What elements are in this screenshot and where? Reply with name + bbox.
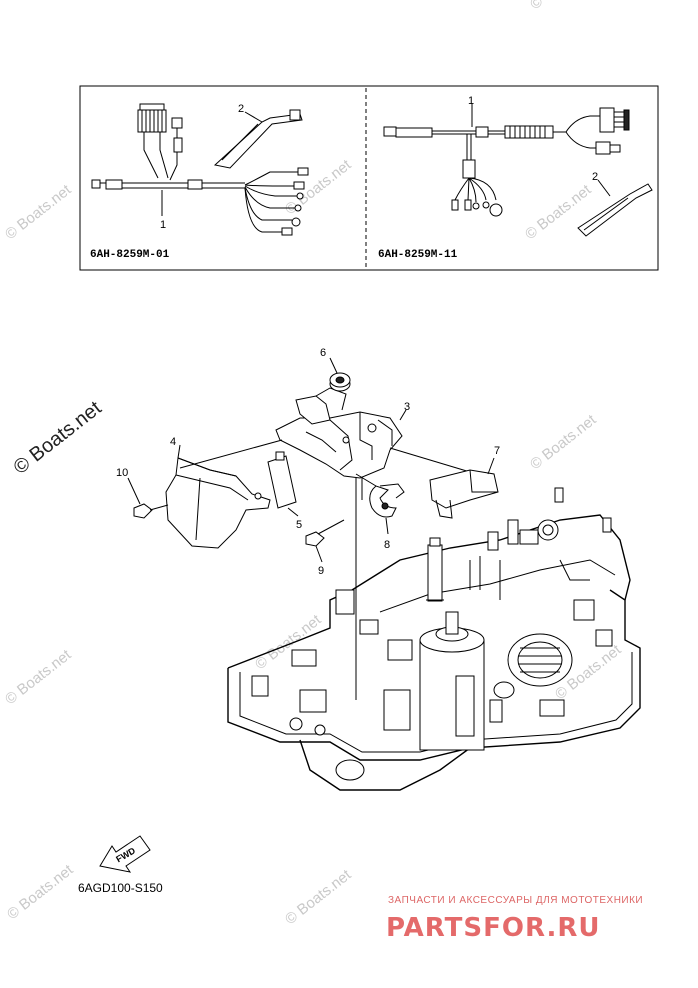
watermark: © Boats.net [4, 861, 77, 923]
partsfor-tagline: ЗАПЧАСТИ И АКСЕССУАРЫ ДЛЯ МОТОТЕХНИКИ [388, 895, 643, 906]
cable-tie [577, 183, 653, 237]
watermark: © Boats.net [282, 866, 355, 928]
variant-code: 6AH-8259M-11 [378, 249, 458, 261]
watermark-large: © Boats.net [10, 397, 106, 479]
callout-8: 8 [384, 539, 390, 551]
fwd-arrow-icon: FWD [99, 835, 151, 873]
watermark: © Boats.net [527, 0, 600, 13]
watermark: © Boats.net [2, 181, 75, 243]
partsfor-banner: ЗАПЧАСТИ И АКСЕССУАРЫ ДЛЯ МОТОТЕХНИКИ PA… [386, 895, 643, 943]
watermark: © Boats.net [2, 646, 75, 708]
part-10-bolt: 10 [116, 467, 169, 519]
cable-tie [213, 113, 303, 169]
watermark: © Boats.net [527, 411, 600, 473]
inset-left: 2 1 6AH-8259M-01 [90, 103, 309, 261]
part-6-grommet: 6 [320, 347, 351, 392]
callout-9: 9 [318, 565, 324, 577]
inset-frame [79, 85, 659, 271]
callout-1: 1 [468, 95, 474, 107]
part-3-bracket: 3 [179, 387, 471, 487]
callout-2: 2 [238, 103, 244, 115]
callout-3: 3 [404, 401, 410, 413]
watermarks: © Boats.net © Boats.net © Boats.net © Bo… [2, 0, 625, 928]
callout-1: 1 [160, 219, 166, 231]
callout-6: 6 [320, 347, 326, 359]
corrugated-sleeve [504, 125, 554, 139]
inset-right: 1 2 6AH-8259M-11 [378, 95, 653, 261]
part-9-screw: 9 [305, 519, 345, 577]
callout-7: 7 [494, 445, 500, 457]
watermark: © Boats.net [282, 156, 355, 218]
part-7-holder: 7 [429, 445, 500, 519]
callout-4: 4 [170, 436, 176, 448]
callout-2: 2 [592, 171, 598, 183]
diagram-code: 6AGD100-S150 [78, 881, 163, 895]
partsfor-logo: PARTSFOR.RU [386, 913, 600, 943]
part-8-clamp: 8 [369, 483, 405, 551]
variant-code: 6AH-8259M-01 [90, 249, 170, 261]
inset-border [79, 85, 659, 271]
connector-block [599, 107, 615, 133]
callout-5: 5 [296, 519, 302, 531]
engine-block [227, 487, 641, 791]
part-5-plate: 5 [267, 451, 302, 531]
callout-10: 10 [116, 467, 128, 479]
part-4-cover: 4 [165, 436, 271, 549]
